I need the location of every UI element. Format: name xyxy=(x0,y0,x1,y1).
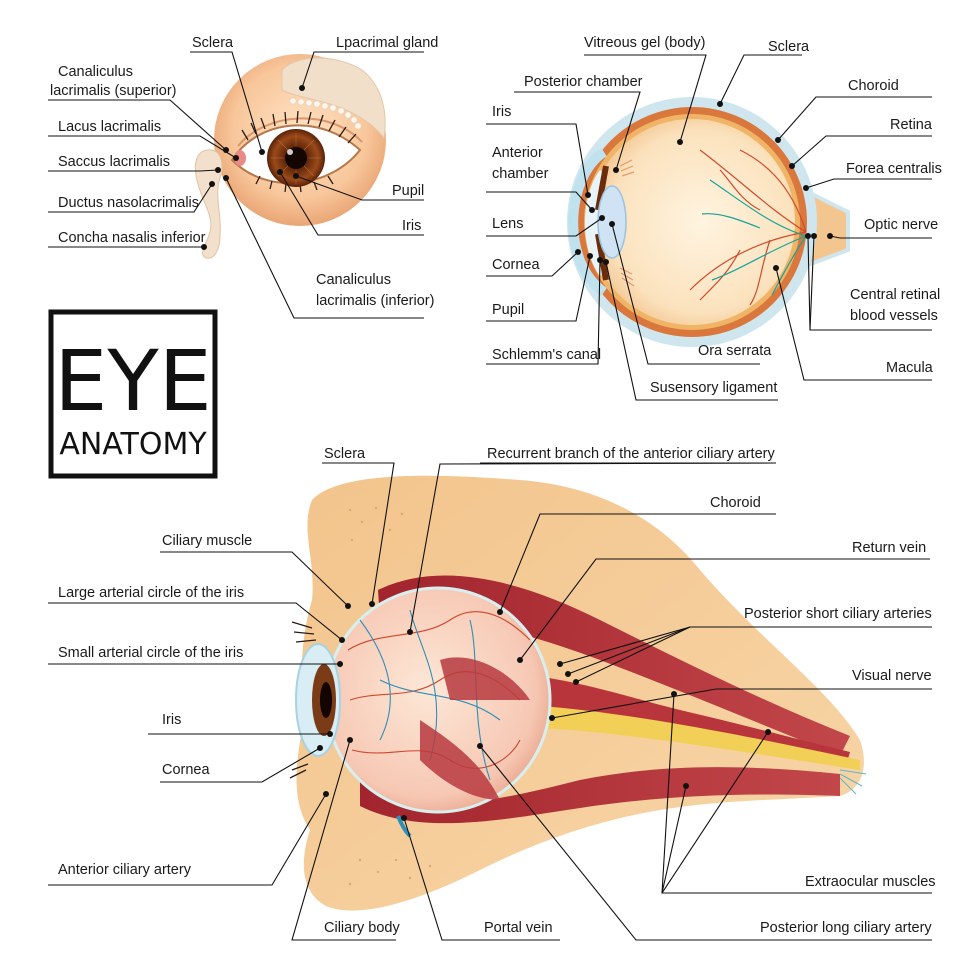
label-cornea-section: Cornea xyxy=(492,257,540,273)
label-posterior-long: Posterior long ciliary artery xyxy=(760,920,932,936)
lower-rectus-muscle xyxy=(360,767,840,824)
label-sclera-front: Sclera xyxy=(192,35,234,51)
label-lens: Lens xyxy=(492,216,523,232)
lacrimal-ducts-dots xyxy=(289,97,362,130)
side-labels: Sclera Recurrent branch of the anterior … xyxy=(58,446,936,936)
label-pupil-section: Pupil xyxy=(492,302,524,318)
nasolacrimal-duct-shape xyxy=(194,149,223,259)
side-leader-lines xyxy=(48,462,932,941)
label-iris-section: Iris xyxy=(492,104,511,120)
front-eye-illustration xyxy=(194,54,386,259)
label-ductus-nasolacrimalis: Ductus nasolacrimalis xyxy=(58,195,199,211)
label-central-1: Central retinal xyxy=(850,287,940,303)
ciliary-body-striation xyxy=(619,159,635,287)
label-canaliculus-superior-2: lacrimalis (superior) xyxy=(50,83,177,99)
label-posterior-short: Posterior short ciliary arteries xyxy=(744,606,932,622)
label-macula: Macula xyxy=(886,360,934,376)
front-leader-dots xyxy=(201,85,305,250)
retinal-vessels-teal xyxy=(701,179,807,296)
label-posterior-chamber: Posterior chamber xyxy=(524,74,643,90)
section-iris xyxy=(595,165,609,281)
section-leader-lines xyxy=(486,54,932,401)
label-lacrimal-gland: Lpacrimal gland xyxy=(336,35,438,51)
side-eye-illustration xyxy=(289,475,867,911)
section-cornea xyxy=(568,147,608,297)
label-ciliary-muscle: Ciliary muscle xyxy=(162,533,252,549)
label-extraocular: Extraocular muscles xyxy=(805,874,936,890)
label-iris-front: Iris xyxy=(402,218,421,234)
side-eyelashes xyxy=(289,621,317,779)
label-canaliculus-inferior-1: Canaliculus xyxy=(316,272,391,288)
label-iris-side: Iris xyxy=(162,712,181,728)
nerve-ends xyxy=(839,769,867,795)
label-anterior-2: chamber xyxy=(492,166,549,182)
label-choroid-side: Choroid xyxy=(710,495,761,511)
label-vitreous: Vitreous gel (body) xyxy=(584,35,705,51)
label-return-vein: Return vein xyxy=(852,540,926,556)
upper-lid-crease xyxy=(237,117,363,147)
title-sub: ANATOMY xyxy=(59,427,207,462)
lacrimal-gland-shape xyxy=(281,57,386,140)
label-anterior-ciliary: Anterior ciliary artery xyxy=(58,862,192,878)
label-lacus-lacrimalis: Lacus lacrimalis xyxy=(58,119,161,135)
label-visual-nerve: Visual nerve xyxy=(852,668,932,684)
label-fovea: Forea centralis xyxy=(846,161,942,177)
lacus-caruncle xyxy=(234,150,246,166)
pupil-highlight xyxy=(287,149,293,155)
label-pupil-front: Pupil xyxy=(392,183,424,199)
visual-nerve xyxy=(540,706,860,770)
section-labels: Vitreous gel (body) Sclera Posterior cha… xyxy=(492,35,942,396)
label-central-2: blood vessels xyxy=(850,308,938,324)
label-sclera-section: Sclera xyxy=(768,39,810,55)
front-leader-lines xyxy=(48,51,424,319)
section-eye-illustration xyxy=(567,97,850,347)
front-labels: Sclera Lpacrimal gland Canaliculus lacri… xyxy=(50,35,438,309)
title-frame xyxy=(48,309,218,479)
label-schlemm: Schlemm's canal xyxy=(492,347,601,363)
label-portal-vein: Portal vein xyxy=(484,920,553,936)
side-pupil xyxy=(320,682,332,718)
label-ciliary-body: Ciliary body xyxy=(324,920,400,936)
side-leader-dots xyxy=(317,601,771,821)
label-small-arterial-circle: Small arterial circle of the iris xyxy=(58,645,243,661)
label-recurrent-branch: Recurrent branch of the anterior ciliary… xyxy=(487,446,775,462)
label-sclera-side: Sclera xyxy=(324,446,366,462)
label-cornea-side: Cornea xyxy=(162,762,210,778)
title-box: EYE ANATOMY xyxy=(48,309,218,479)
bone-speckles xyxy=(348,506,432,886)
section-vitreous xyxy=(589,119,795,325)
label-suspensory: Susensory ligament xyxy=(650,380,777,396)
globe-muscle-fan xyxy=(420,657,530,800)
label-ora-serrata: Ora serrata xyxy=(698,343,772,359)
label-canaliculus-inferior-2: lacrimalis (inferior) xyxy=(316,293,434,309)
label-anterior-1: Anterior xyxy=(492,145,543,161)
label-large-arterial-circle: Large arterial circle of the iris xyxy=(58,585,244,601)
eyelashes xyxy=(241,110,357,193)
label-choroid-section: Choroid xyxy=(848,78,899,94)
label-concha-nasalis: Concha nasalis inferior xyxy=(58,230,206,246)
section-anterior-chamber xyxy=(585,170,608,276)
title-main: EYE xyxy=(54,332,211,430)
label-retina: Retina xyxy=(890,117,933,133)
label-saccus-lacrimalis: Saccus lacrimalis xyxy=(58,154,170,170)
label-canaliculus-superior-1: Canaliculus xyxy=(58,64,133,80)
section-leader-dots xyxy=(575,101,833,271)
label-optic-nerve: Optic nerve xyxy=(864,217,938,233)
